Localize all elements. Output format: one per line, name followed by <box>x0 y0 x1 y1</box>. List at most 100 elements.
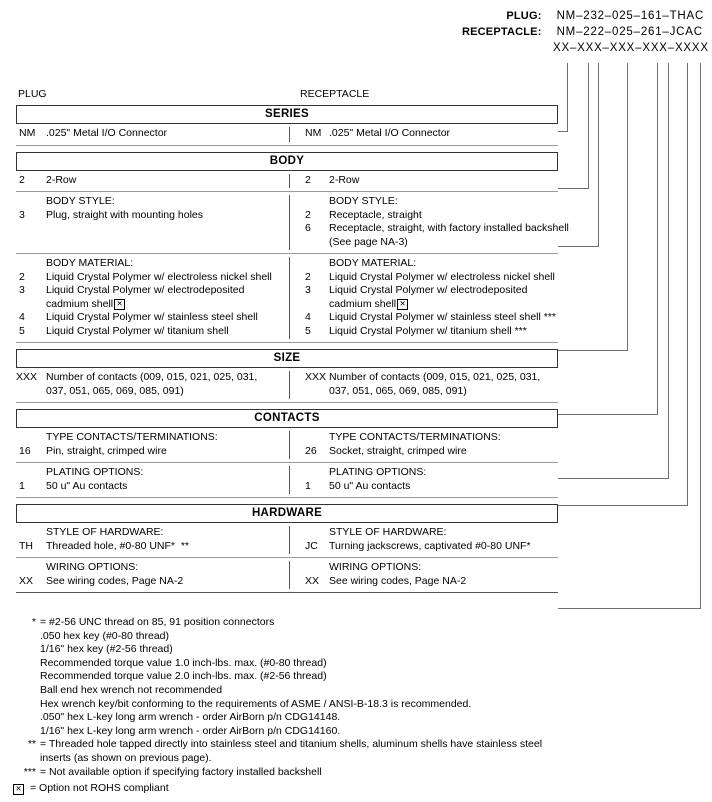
option-desc: 50 u" Au contacts <box>329 479 411 492</box>
option-code: 3 <box>19 208 25 221</box>
footnote-double-asterisk: ** = Threaded hole tapped directly into … <box>12 738 612 752</box>
section-hardware-wiring: WIRING OPTIONS: XX See wiring codes, Pag… <box>16 558 558 592</box>
option-desc: Liquid Crystal Polymer w/ stainless stee… <box>46 311 258 323</box>
subsection-heading: TYPE CONTACTS/TERMINATIONS: <box>329 431 501 443</box>
size-receptacle-cell: XXX Number of contacts (009, 015, 021, 0… <box>289 368 558 402</box>
leader-line-body-style <box>598 63 599 246</box>
option-line: 4 Liquid Crystal Polymer w/ stainless st… <box>16 311 289 325</box>
leader-elbow-plating <box>558 505 688 506</box>
option-desc: cadmium shell✕ <box>329 298 558 312</box>
option-line-cont: (See page NA-3) <box>299 236 558 250</box>
leader-line-body-material <box>627 63 628 350</box>
option-line: 5 Liquid Crystal Polymer w/ titanium she… <box>16 325 289 339</box>
plating-plug-cell: PLATING OPTIONS: 1 50 u" Au contacts <box>16 463 289 497</box>
row-divider <box>16 402 558 403</box>
row-divider <box>16 191 558 192</box>
footnote-text: = Not available option if specifying fac… <box>40 765 322 778</box>
option-desc: Liquid Crystal Polymer w/ titanium shell… <box>329 324 527 337</box>
leader-line-series <box>567 63 568 131</box>
spacer-line <box>16 236 289 250</box>
option-desc: .025" Metal I/O Connector <box>46 127 168 139</box>
series-receptacle-cell: NM .025" Metal I/O Connector <box>289 124 558 145</box>
option-matrix: SERIES NM .025" Metal I/O Connector NM .… <box>16 105 569 593</box>
section-hardware-style: STYLE OF HARDWARE: TH Threaded hole, #0-… <box>16 523 558 557</box>
option-line: 2 Liquid Crystal Polymer w/ electroless … <box>299 271 558 285</box>
option-desc: (See page NA-3) <box>329 235 408 248</box>
leader-elbow-body-style <box>558 246 599 247</box>
generic-part-number-value: XX–XXX–XXX–XXX–XXXX <box>553 42 709 54</box>
rohs-warning-icon: ✕ <box>13 784 24 795</box>
section-contacts-type: TYPE CONTACTS/TERMINATIONS: 16 Pin, stra… <box>16 428 558 462</box>
option-code: 3 <box>19 284 25 296</box>
option-desc: Socket, straight, crimped wire <box>329 444 467 457</box>
option-desc: See wiring codes, Page NA-2 <box>46 574 184 587</box>
option-code: 2 <box>19 270 25 283</box>
leader-elbow-series <box>558 131 568 132</box>
row-divider <box>16 144 558 146</box>
footnote-sub: .050 hex key (#0-80 thread) <box>40 629 169 642</box>
option-desc: 037, 051, 065, 069, 085, 091) <box>46 384 184 397</box>
footnote-sub: 1/16" hex key (#2-56 thread) <box>40 643 173 656</box>
body-style-receptacle-cell: BODY STYLE: 2 Receptacle, straight 6 Rec… <box>289 192 569 253</box>
option-desc: 2-Row <box>329 173 360 186</box>
option-desc: Number of contacts (009, 015, 021, 025, … <box>329 371 541 383</box>
wiring-plug-cell: WIRING OPTIONS: XX See wiring codes, Pag… <box>16 558 289 592</box>
option-code: 5 <box>305 324 311 337</box>
subsection-heading: STYLE OF HARDWARE: <box>329 526 447 538</box>
footnote-sub: .050" hex L-key long arm wrench - order … <box>40 711 341 724</box>
subsection-heading: TYPE CONTACTS/TERMINATIONS: <box>46 431 218 443</box>
footnote-sub: Hex wrench key/bit conforming to the req… <box>40 697 472 710</box>
footnote-sub: Ball end hex wrench not recommended <box>40 683 223 696</box>
option-desc: Liquid Crystal Polymer w/ electroless ni… <box>329 270 555 283</box>
band-contacts: CONTACTS <box>16 409 558 428</box>
option-desc: Liquid Crystal Polymer w/ electrodeposit… <box>329 284 528 296</box>
contacts-type-plug-cell: TYPE CONTACTS/TERMINATIONS: 16 Pin, stra… <box>16 428 289 462</box>
option-desc: Number of contacts (009, 015, 021, 025, … <box>46 371 258 383</box>
option-code: 4 <box>19 311 25 323</box>
option-line: 26 Socket, straight, crimped wire <box>299 445 558 459</box>
option-desc: cadmium shell✕ <box>46 298 289 312</box>
option-code: 1 <box>19 479 25 492</box>
size-plug-cell: XXX Number of contacts (009, 015, 021, 0… <box>16 368 289 402</box>
option-desc: Pin, straight, crimped wire <box>46 444 167 457</box>
subsection-heading: PLATING OPTIONS: <box>329 466 427 478</box>
option-desc: Turning jackscrews, captivated #0-80 UNF… <box>329 539 531 552</box>
footnote-sub: 1/16" hex L-key long arm wrench - order … <box>40 724 341 737</box>
leader-line-hardware <box>700 63 701 608</box>
spacer-line <box>16 222 289 236</box>
option-line: 3 Plug, straight with mounting holes <box>16 209 289 223</box>
footnote-single-asterisk: * = #2-56 UNC thread on 85, 91 position … <box>12 616 612 630</box>
plug-part-number-label: PLUG: <box>506 10 542 22</box>
option-line: XXX Number of contacts (009, 015, 021, 0… <box>16 371 289 385</box>
option-line: 16 Pin, straight, crimped wire <box>16 445 289 459</box>
option-desc: See wiring codes, Page NA-2 <box>329 574 467 587</box>
column-caption-receptacle: RECEPTACLE <box>300 88 370 100</box>
contacts-type-receptacle-cell: TYPE CONTACTS/TERMINATIONS: 26 Socket, s… <box>289 428 558 462</box>
option-line: JC Turning jackscrews, captivated #0-80 … <box>299 540 558 554</box>
wiring-receptacle-cell: WIRING OPTIONS: XX See wiring codes, Pag… <box>289 558 558 592</box>
option-desc: Threaded hole, #0-80 UNF* ** <box>46 539 189 552</box>
footnote-sub: Recommended torque value 1.0 inch-lbs. m… <box>40 656 327 669</box>
option-line: 1 50 u" Au contacts <box>16 480 289 494</box>
row-divider <box>16 253 558 254</box>
band-series: SERIES <box>16 105 558 124</box>
section-contacts-plating: PLATING OPTIONS: 1 50 u" Au contacts PLA… <box>16 463 558 497</box>
body-row-receptacle-cell: 2 2-Row <box>289 171 558 192</box>
option-line: 2 2-Row <box>16 174 289 188</box>
option-line: 3 Liquid Crystal Polymer w/ electrodepos… <box>299 284 558 298</box>
option-line: 6 Receptacle, straight, with factory ins… <box>299 222 569 236</box>
receptacle-part-number-label: RECEPTACLE: <box>461 26 542 38</box>
option-line-cont: cadmium shell✕ <box>299 298 558 312</box>
option-code: 1 <box>305 479 311 492</box>
option-desc: Plug, straight with mounting holes <box>46 208 204 221</box>
rohs-warning-icon: ✕ <box>397 298 409 310</box>
option-line-cont: cadmium shell✕ <box>16 298 289 312</box>
row-divider <box>16 557 558 558</box>
band-hardware: HARDWARE <box>16 504 558 523</box>
option-line: 2 Liquid Crystal Polymer w/ electroless … <box>16 271 289 285</box>
footnote-text: = Threaded hole tapped directly into sta… <box>40 738 543 751</box>
option-desc: Liquid Crystal Polymer w/ electroless ni… <box>46 270 272 283</box>
footnote-triple-asterisk: *** = Not available option if specifying… <box>12 766 612 780</box>
option-line: 5 Liquid Crystal Polymer w/ titanium she… <box>299 325 558 339</box>
body-material-plug-cell: BODY MATERIAL: 2 Liquid Crystal Polymer … <box>16 254 289 342</box>
